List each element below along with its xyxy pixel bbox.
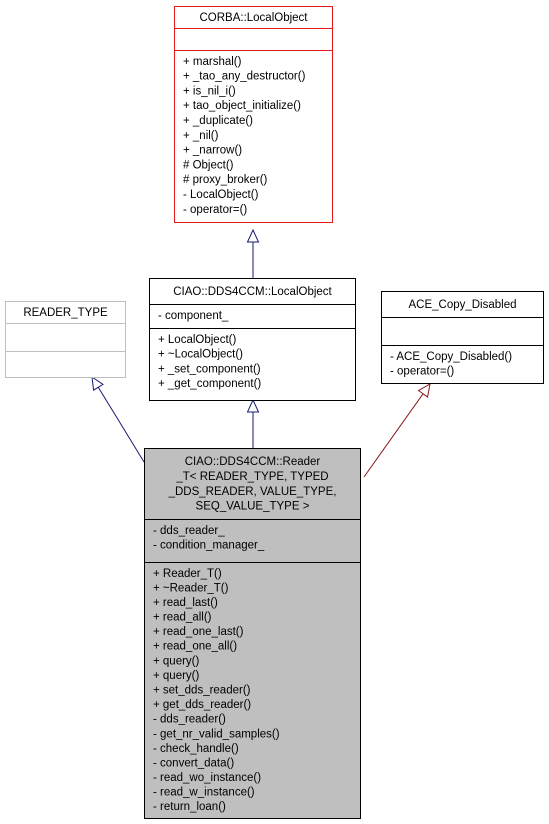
inheritance-edge-reader_t-to-ace_copy_disabled	[363, 383, 431, 478]
edge-line	[97, 386, 145, 463]
edge-arrowhead	[246, 228, 260, 243]
class-box-reader_t[interactable]: CIAO::DDS4CCM::Reader_T< READER_TYPE, TY…	[144, 448, 361, 819]
class-method: + read_last()	[153, 597, 218, 609]
class-method: # Object()	[183, 159, 234, 171]
class-method: + LocalObject()	[158, 334, 236, 346]
class-title-line: SEQ_VALUE_TYPE >	[196, 501, 310, 513]
class-method: + query()	[153, 655, 200, 667]
class-method: - ACE_Copy_Disabled()	[390, 351, 512, 363]
class-attribute: - dds_reader_	[153, 525, 225, 537]
edge-arrowhead	[91, 375, 104, 391]
class-title-line: ACE_Copy_Disabled	[408, 299, 516, 311]
class-method: + is_nil_i()	[183, 85, 236, 97]
class-box-border	[149, 278, 356, 401]
class-box-border	[174, 6, 333, 223]
class-method: + _set_component()	[158, 363, 261, 375]
edge-arrowhead	[246, 398, 260, 413]
inheritance-edge-reader_t-to-reader_type	[91, 375, 145, 463]
class-method: + _get_component()	[158, 378, 261, 390]
class-title-line: _T< READER_TYPE, TYPED	[175, 471, 328, 483]
class-method: + read_all()	[153, 612, 212, 624]
class-attribute: - condition_manager_	[153, 540, 265, 552]
class-method: + read_one_last()	[153, 626, 244, 638]
class-title-line: CIAO::DDS4CCM::LocalObject	[173, 286, 332, 298]
class-method: - read_wo_instance()	[153, 772, 261, 784]
class-method: - return_loan()	[153, 801, 226, 813]
class-method: - dds_reader()	[153, 714, 226, 726]
class-method: - convert_data()	[153, 757, 234, 769]
edge-arrowhead	[417, 383, 431, 398]
class-method: + _duplicate()	[183, 115, 253, 127]
class-box-corba_localobject[interactable]: CORBA::LocalObject+ marshal()+ _tao_any_…	[174, 6, 333, 223]
class-method: + _nil()	[183, 130, 219, 142]
class-method: + read_one_all()	[153, 641, 237, 653]
class-method: # proxy_broker()	[183, 174, 268, 186]
class-method: + set_dds_reader()	[153, 685, 251, 697]
class-title-line: CIAO::DDS4CCM::Reader	[185, 456, 321, 468]
class-attribute: - component_	[158, 310, 229, 322]
class-method: + query()	[153, 670, 200, 682]
class-method: - read_w_instance()	[153, 787, 255, 799]
inheritance-edge-reader_t-to-ciao_localobject	[246, 398, 260, 448]
class-method: + _narrow()	[183, 145, 242, 157]
class-method: - operator=()	[183, 204, 247, 216]
class-title-line: READER_TYPE	[23, 307, 108, 319]
class-method: + ~LocalObject()	[158, 349, 243, 361]
class-box-border	[5, 301, 126, 378]
class-method: + ~Reader_T()	[153, 582, 229, 594]
class-box-reader_type[interactable]: READER_TYPE	[5, 301, 126, 378]
class-title-line: CORBA::LocalObject	[199, 12, 308, 24]
class-method: - LocalObject()	[183, 189, 259, 201]
class-box-border	[381, 291, 544, 384]
class-method: + Reader_T()	[153, 568, 222, 580]
class-box-ace_copy_disabled[interactable]: ACE_Copy_Disabled - ACE_Copy_Disabled() - …	[381, 291, 544, 384]
class-method: - get_nr_valid_samples()	[153, 728, 280, 740]
class-box-border	[144, 448, 361, 819]
class-method: - check_handle()	[153, 743, 239, 755]
class-box-ciao_localobject[interactable]: CIAO::DDS4CCM::LocalObject- component_+ …	[149, 278, 356, 401]
edge-line	[363, 393, 424, 478]
class-method: + tao_object_initialize()	[183, 100, 301, 112]
inheritance-edge-ciao_localobject-to-corba_localobject	[246, 228, 260, 278]
class-method: + marshal()	[183, 56, 242, 68]
class-title-line: _DDS_READER, VALUE_TYPE,	[168, 486, 337, 498]
class-method: + _tao_any_destructor()	[183, 71, 306, 83]
class-method: - operator=()	[390, 366, 454, 378]
class-method: + get_dds_reader()	[153, 699, 251, 711]
